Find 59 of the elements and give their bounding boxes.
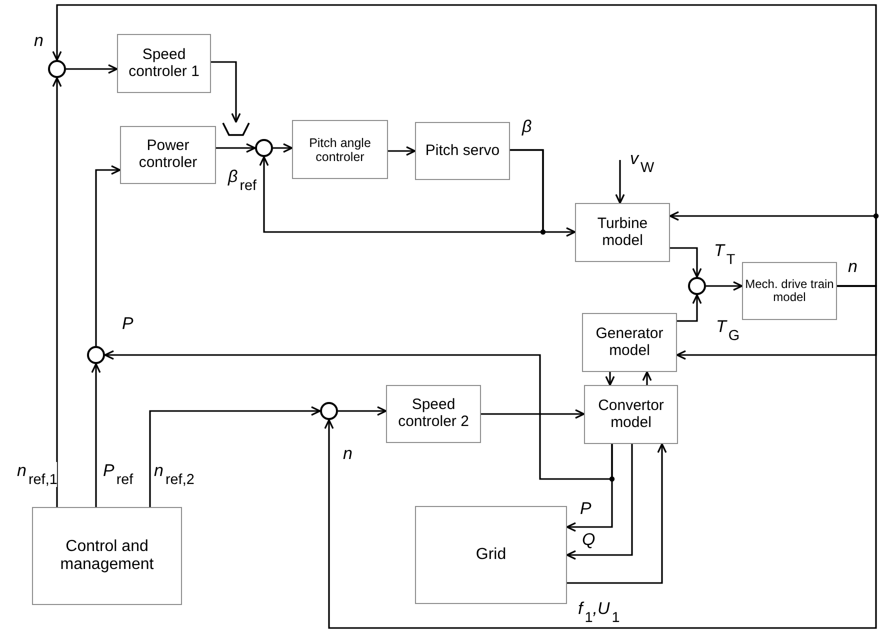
signal-label: T$_{G}$ [716, 318, 740, 344]
arrow [338, 406, 387, 416]
block-box [575, 203, 670, 262]
signal-label: P$_{ref}$ [103, 462, 134, 488]
arrow [95, 165, 121, 346]
arrow [91, 363, 101, 507]
block-label: Convertor model [597, 398, 665, 432]
limiter-symbol [222, 122, 250, 137]
signal-label: P [122, 315, 134, 332]
signal-label: β [522, 118, 532, 135]
arrow [211, 61, 241, 123]
block-box [120, 126, 216, 184]
block-box [415, 506, 567, 604]
arrow [670, 247, 702, 278]
block-box [584, 385, 678, 444]
block-label: Control and management [59, 538, 155, 574]
arrow [615, 160, 625, 204]
arrow [388, 146, 416, 156]
arrow [642, 371, 652, 385]
block-label: Generator model [594, 326, 664, 360]
block-box [32, 507, 182, 605]
signal-label: β$_{ref}$ [228, 168, 257, 194]
arrow [566, 444, 633, 560]
signal-label: Q [582, 531, 596, 548]
block-label: Mech. drive train model [744, 278, 835, 304]
signal-label: n$_{ref,1}$ [17, 462, 58, 488]
block-label: Pitch servo [425, 142, 500, 160]
summing-junction [87, 346, 105, 364]
arrow [149, 406, 321, 507]
arrow [669, 211, 877, 287]
arrow [273, 143, 293, 153]
arrow [52, 77, 62, 507]
signal-label: P [580, 500, 592, 517]
arrow [677, 294, 702, 322]
arrow [706, 281, 743, 291]
arrow [324, 285, 877, 629]
block-box [415, 122, 510, 180]
block-box [117, 34, 211, 93]
block-box [386, 385, 481, 443]
block-box [742, 262, 837, 320]
block-label: Turbine model [596, 216, 649, 250]
block-box [292, 120, 388, 179]
block-label: Power controler [138, 138, 198, 172]
block-label: Pitch angle controler [308, 136, 372, 164]
block-label: Speed controler 1 [128, 46, 200, 80]
arrow [605, 372, 615, 386]
summing-junction [688, 277, 706, 295]
summing-junction [255, 139, 273, 157]
block-box [582, 313, 677, 372]
arrow [481, 409, 585, 419]
arrow [259, 149, 544, 233]
arrow [567, 443, 667, 584]
arrow [66, 64, 118, 74]
block-label: Grid [476, 546, 506, 564]
summing-junction [320, 402, 338, 420]
block-label: Speed controler 2 [397, 397, 470, 431]
summing-junction [48, 60, 66, 78]
arrow [216, 143, 256, 153]
arrow [566, 444, 613, 532]
